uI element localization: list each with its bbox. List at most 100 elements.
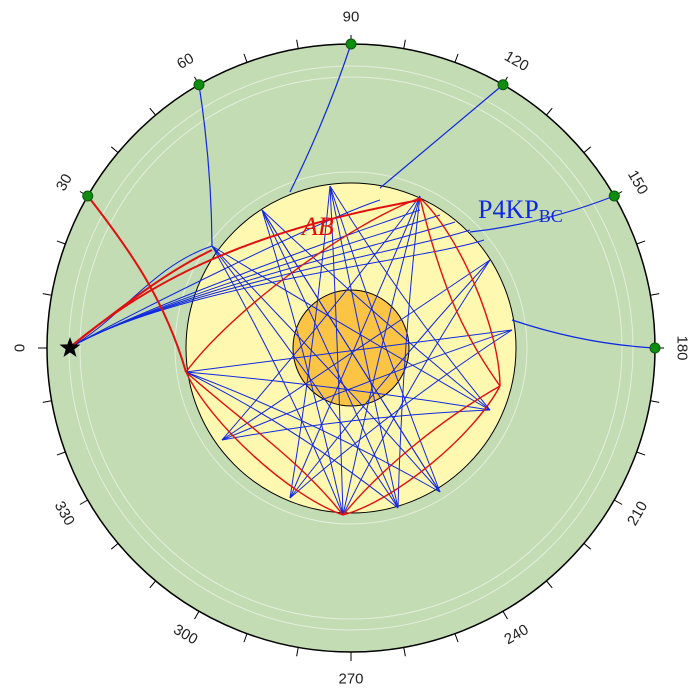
station-dot-icon: [82, 190, 94, 202]
ray-path: [68, 245, 213, 349]
station-dot-icon: [497, 79, 509, 91]
tick-mark: [583, 146, 592, 153]
earth-layers: [46, 43, 656, 653]
ray-path: [342, 385, 501, 516]
ray-path: [185, 371, 344, 516]
tick-mark: [296, 647, 299, 657]
ray-path: [211, 245, 344, 516]
tick-mark: [583, 543, 592, 550]
ray-path: [221, 409, 491, 441]
ray-path: [211, 245, 491, 411]
tick-mark: [403, 647, 406, 657]
tick-mark: [110, 146, 119, 153]
station-dot-icon: [193, 79, 205, 91]
tick-mark: [650, 293, 660, 296]
stations: [82, 38, 661, 354]
ray-path: [379, 84, 504, 189]
tick-mark: [296, 39, 299, 49]
tick-label: 270: [338, 671, 363, 688]
ray-path: [419, 197, 501, 387]
tick-label: 180: [674, 335, 691, 360]
tick-label: 90: [343, 9, 360, 26]
tick-mark: [79, 499, 88, 505]
phase-label-p4kp: P4KP: [478, 195, 539, 224]
ray-path: [329, 185, 399, 509]
ray-path: [289, 259, 491, 499]
tick-label: 240: [501, 621, 531, 648]
tick-label: 210: [624, 498, 651, 528]
tick-mark: [42, 400, 52, 403]
phase-label-bc-subscript: BC: [539, 206, 563, 226]
phase-label-ab: AB: [300, 212, 334, 241]
ray-path: [469, 195, 615, 233]
ray-path: [185, 371, 344, 516]
ray-path: [329, 185, 441, 493]
tick-mark: [546, 580, 553, 589]
tick-mark: [546, 107, 553, 116]
tick-label: 60: [174, 50, 197, 73]
station-dot-icon: [649, 342, 661, 354]
red-ray-paths: [68, 195, 501, 516]
tick-mark: [243, 633, 248, 643]
tick-label: 0: [12, 344, 29, 352]
ray-path: [198, 84, 213, 247]
tick-mark: [42, 293, 52, 296]
tick-label: 150: [624, 167, 651, 197]
ray-path: [68, 199, 421, 349]
ray-path: [397, 195, 421, 509]
ray-path: [342, 259, 491, 516]
ray-path: [329, 185, 344, 516]
ray-path: [261, 209, 491, 411]
source: [59, 337, 81, 357]
faint-depth-circle: [79, 76, 623, 620]
ray-path: [342, 385, 501, 516]
ray-path: [221, 259, 491, 441]
faint-depth-circle: [174, 171, 528, 525]
tick-mark: [149, 107, 156, 116]
tick-mark: [243, 53, 248, 63]
ray-path: [261, 209, 344, 516]
ray-path: [329, 185, 491, 411]
tick-label: 330: [51, 498, 78, 528]
tick-mark: [650, 400, 660, 403]
ray-path: [185, 197, 421, 373]
ray-path: [419, 197, 501, 387]
ray-path: [221, 329, 513, 441]
tick-mark: [454, 53, 459, 63]
tick-label: 30: [53, 171, 76, 194]
tick-mark: [149, 580, 156, 589]
ray-path: [185, 371, 399, 509]
ray-path: [185, 371, 441, 493]
source-star-icon: [59, 337, 81, 357]
blue-ray-paths: [68, 43, 656, 516]
tick-mark: [56, 240, 66, 245]
ray-path: [86, 195, 187, 373]
tick-mark: [56, 451, 66, 456]
ray-path: [289, 185, 331, 499]
station-dot-icon: [608, 190, 620, 202]
ray-path: [221, 195, 421, 441]
ray-path: [261, 209, 399, 509]
tick-label: 120: [501, 48, 531, 75]
tick-mark: [403, 39, 406, 49]
phase-label-p4kp-bc: P4KPBC: [478, 195, 563, 226]
tick-mark: [502, 611, 508, 620]
ray-path: [342, 195, 421, 516]
tick-label: 300: [170, 621, 200, 648]
ray-path: [511, 319, 656, 349]
ray-path: [289, 43, 352, 193]
ray-path: [211, 245, 441, 493]
tick-mark: [636, 451, 646, 456]
tick-mark: [614, 499, 623, 505]
ray-path: [211, 245, 399, 509]
tick-mark: [194, 611, 200, 620]
tick-mark: [454, 633, 459, 643]
ray-path: [261, 209, 441, 493]
tick-mark: [636, 240, 646, 245]
distance-ticks: [38, 35, 664, 661]
station-dot-icon: [345, 38, 357, 50]
ray-path: [289, 195, 421, 499]
tick-mark: [110, 543, 119, 550]
